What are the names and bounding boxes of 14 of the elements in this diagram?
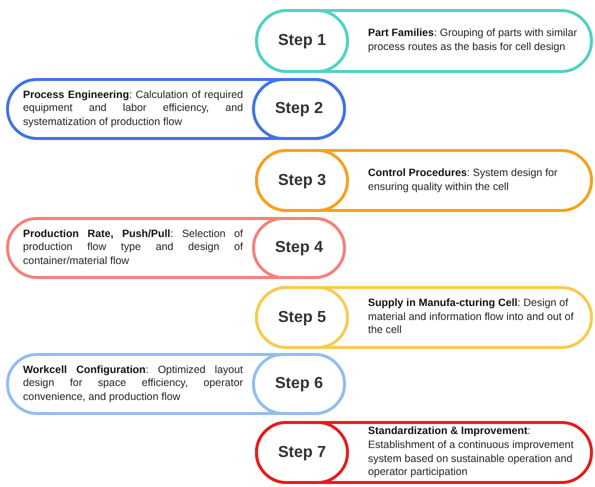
step-description: Control Procedures: System design for ensuring quality within the cell: [368, 166, 559, 194]
step-description: Supply in Manufa-cturing Cell: Design of material and information flow into and out of the cell: [368, 297, 575, 338]
step-badge: Step 1: [255, 9, 349, 73]
step-badge: Step 3: [255, 149, 349, 212]
step-description: Process Engineering: Calculation of required equipment and labor efficiency, and systematization of production flow: [23, 88, 243, 130]
step-badge: Step 2: [252, 78, 346, 140]
step-description: Standardization & Improvement: Establishment of a continuous improvement system based on sustainable operation and operator participation: [368, 425, 575, 480]
step-description: Production Rate, Push/Pull: Selection of production flow type and design of container/material flow: [23, 228, 243, 268]
step-description: Part Families: Grouping of parts with similar process routes as the basis for cell design: [368, 27, 578, 55]
step-badge: Step 7: [255, 421, 349, 484]
step-description: Workcell Configuration: Optimized layout design for space efficiency, operator convenience, and production flow: [23, 364, 243, 404]
step-badge: Step 5: [255, 286, 349, 349]
step-badge: Step 6: [252, 353, 346, 415]
step-badge: Step 4: [252, 217, 346, 279]
